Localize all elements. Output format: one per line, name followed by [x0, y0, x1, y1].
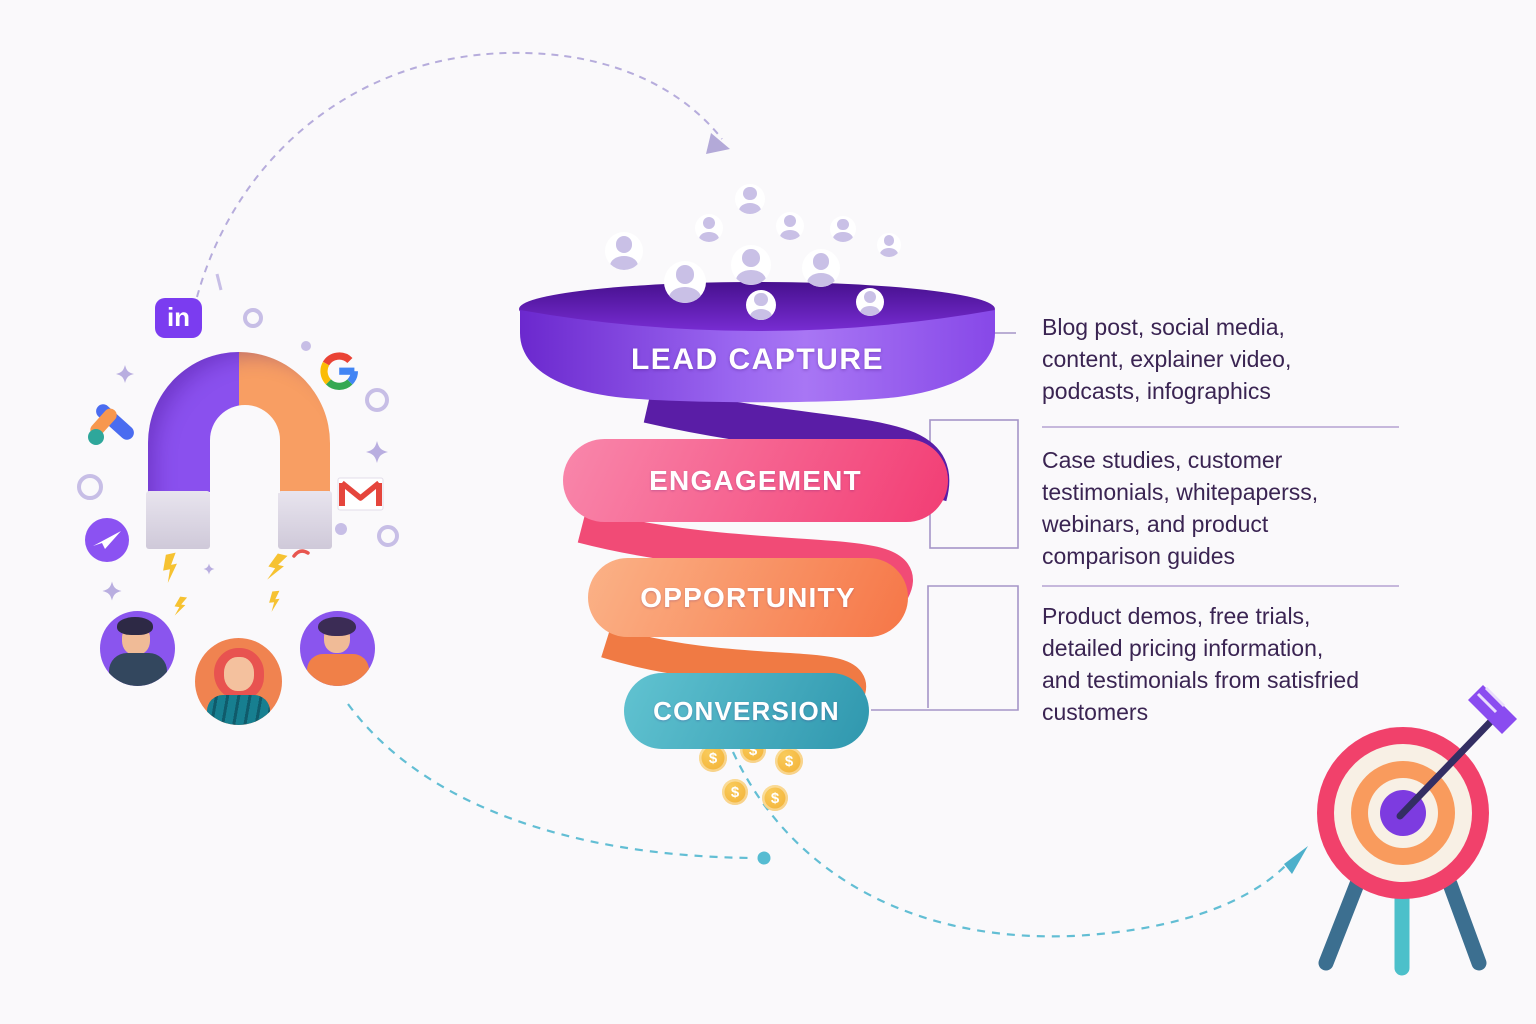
- lead-avatar-icon: [664, 261, 706, 303]
- annotation-line: customers: [1042, 699, 1149, 725]
- stage-label: LEAD CAPTURE: [630, 343, 884, 376]
- funnel-stage-conversion: CONVERSION: [624, 673, 869, 749]
- lead-avatar-icon: [877, 233, 901, 257]
- coin-icon: $: [762, 785, 788, 811]
- annotation-line: content, explainer video,: [1042, 346, 1292, 372]
- lead-avatar-icon: [605, 232, 643, 270]
- leads-flow-line: [347, 703, 753, 860]
- target-icon: [1317, 685, 1517, 976]
- lead-avatar-icon: [856, 288, 884, 316]
- google-ads-icon: [87, 398, 144, 448]
- lead-avatar-icon: [735, 184, 765, 214]
- arrowhead-icon: [1284, 846, 1308, 874]
- annotation-line: Product demos, free trials,: [1042, 603, 1311, 629]
- coin-icon: $: [775, 747, 803, 775]
- annotation-line: and testimonials from satisfried: [1042, 667, 1360, 693]
- google-icon: [320, 352, 358, 390]
- conversion-to-target-line: [732, 751, 1291, 938]
- annotation-engagement: Case studies, customer testimonials, whi…: [1042, 444, 1432, 572]
- funnel-stage-engagement: ENGAGEMENT: [563, 439, 948, 522]
- annotation-conversion: Product demos, free trials, detailed pri…: [1042, 600, 1432, 728]
- conversion-bracket: [871, 585, 1019, 711]
- person-avatar: [300, 611, 375, 686]
- lead-avatar-icon: [695, 214, 723, 242]
- coin-icon: $: [722, 779, 748, 805]
- annotation-line: webinars, and product: [1042, 511, 1269, 537]
- lead-avatar-icon: [776, 212, 804, 240]
- lead-avatar-icon: [731, 245, 771, 285]
- linkedin-icon: in: [155, 298, 202, 338]
- ring-icon: [77, 308, 399, 547]
- annotation-line: Case studies, customer: [1042, 447, 1283, 473]
- magnet-to-funnel-arrow: [196, 51, 730, 298]
- annotation-line: testimonials, whitepaperss,: [1042, 479, 1319, 505]
- lead-avatar-icon: [830, 216, 856, 242]
- person-avatar: [100, 611, 175, 686]
- stage-label: OPPORTUNITY: [640, 581, 856, 613]
- lightning-icon: [163, 552, 288, 616]
- person-avatar: [195, 638, 282, 725]
- gmail-icon: [337, 477, 384, 511]
- lead-avatar-icon: [802, 249, 840, 287]
- lead-avatar-icon: [746, 290, 776, 320]
- annotation-line: detailed pricing information,: [1042, 635, 1324, 661]
- magnet-hole: [210, 405, 280, 493]
- magnet-decorations: [77, 273, 399, 616]
- bowl-front: [520, 310, 995, 403]
- magnet-pole: [146, 491, 210, 549]
- magnet-pole: [278, 491, 332, 549]
- dart-arrow: [1396, 710, 1502, 820]
- tick-icon: [215, 273, 223, 291]
- spark-curl: [292, 549, 310, 558]
- sparkle-icon: [102, 365, 388, 601]
- annotation-line: comparison guides: [1042, 543, 1236, 569]
- arrowhead-icon: [706, 133, 730, 154]
- stage-label: ENGAGEMENT: [649, 464, 862, 496]
- funnel-stage-lead-capture: LEAD CAPTURE: [545, 338, 970, 382]
- annotation-lead-capture: Blog post, social media, content, explai…: [1042, 311, 1432, 407]
- funnel-stage-opportunity: OPPORTUNITY: [588, 558, 908, 637]
- annotation-line: Blog post, social media,: [1042, 314, 1285, 340]
- send-icon: [85, 518, 129, 562]
- flow-dot: [757, 851, 771, 865]
- dot-icon: [301, 341, 347, 535]
- stage-label: CONVERSION: [653, 695, 840, 726]
- annotation-line: podcasts, infographics: [1042, 378, 1271, 404]
- flow-lines: [347, 703, 1308, 938]
